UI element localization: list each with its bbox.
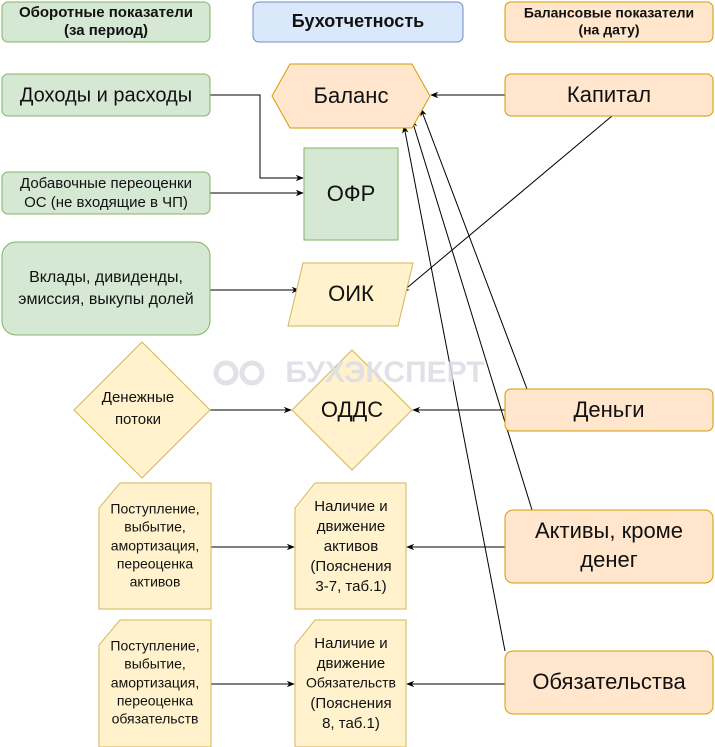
connectors bbox=[210, 91, 613, 688]
asset-moves-line: переоценка bbox=[117, 556, 194, 572]
node-liabilities[interactable]: Обязательства bbox=[504, 650, 714, 715]
node-income[interactable]: Доходы и расходы bbox=[1, 73, 211, 117]
watermark-text: БУХЭКСПЕРТ bbox=[285, 356, 484, 389]
node-balance-label: Баланс bbox=[314, 83, 389, 108]
header-flow-line1: Оборотные показатели bbox=[19, 4, 193, 21]
liab-moves-line: переоценка bbox=[117, 693, 194, 709]
header-balance-line1: Балансовые показатели bbox=[524, 5, 694, 21]
node-cashflows[interactable]: Денежные потоки bbox=[73, 341, 211, 479]
watermark: БУХЭКСПЕРТ bbox=[213, 356, 485, 389]
liab-note-line: 8, таб.1) bbox=[322, 715, 380, 732]
node-money[interactable]: Деньги bbox=[504, 388, 714, 432]
node-assets-note[interactable]: Наличие и движение активов (Пояснения 3-… bbox=[294, 482, 407, 610]
node-contributions-line1: Вклады, дивиденды, bbox=[29, 269, 183, 286]
node-contributions-line2: эмиссия, выкупы долей bbox=[18, 291, 193, 308]
arrow-assets-to-balance bbox=[411, 119, 533, 511]
liab-note-line: движение bbox=[317, 655, 385, 672]
header-balance: Балансовые показатели (на дату) bbox=[504, 1, 714, 43]
node-cashflows-line1: Денежные bbox=[102, 389, 174, 406]
node-money-label: Деньги bbox=[573, 397, 644, 422]
node-liabilities-label: Обязательства bbox=[532, 669, 686, 694]
assets-note-line: Наличие и bbox=[314, 498, 387, 515]
node-odds-label: ОДДС bbox=[321, 397, 383, 422]
node-income-label: Доходы и расходы bbox=[20, 84, 192, 106]
liab-moves-line: обязательств bbox=[112, 711, 199, 727]
header-reporting-label: Бухотчетность bbox=[292, 11, 424, 31]
node-asset-moves[interactable]: Поступление, выбытие, амортизация, перео… bbox=[98, 482, 212, 610]
node-revaluation-line2: ОС (не входящие в ЧП) bbox=[24, 194, 188, 211]
node-capital-label: Капитал bbox=[567, 82, 651, 107]
arrow-capital-to-oik bbox=[401, 115, 613, 293]
node-contributions[interactable]: Вклады, дивиденды, эмиссия, выкупы долей bbox=[1, 241, 211, 336]
header-balance-line2: (на дату) bbox=[578, 22, 639, 38]
liab-moves-line: амортизация, bbox=[111, 675, 199, 691]
node-oik[interactable]: ОИК bbox=[287, 262, 414, 327]
assets-note-line: (Пояснения bbox=[310, 558, 391, 575]
assets-note-line: движение bbox=[317, 518, 385, 535]
node-ofr-label: ОФР bbox=[327, 181, 376, 206]
asset-moves-line: выбытие, bbox=[124, 519, 186, 535]
header-reporting: Бухотчетность bbox=[252, 1, 464, 43]
assets-note-line: активов bbox=[324, 538, 378, 555]
node-revaluation-line1: Добавочные переоценки bbox=[20, 175, 192, 192]
liab-note-line: Обязательств bbox=[306, 675, 396, 691]
node-oik-label: ОИК bbox=[328, 281, 374, 306]
arrow-income-to-ofr bbox=[210, 94, 304, 182]
liab-note-line: Наличие и bbox=[314, 635, 387, 652]
node-assets-line2: денег bbox=[580, 547, 637, 572]
node-cashflows-line2: потоки bbox=[115, 411, 161, 428]
arrow-liabilities-to-balance bbox=[402, 125, 506, 652]
header-flow: Оборотные показатели (за период) bbox=[1, 1, 211, 43]
node-balance[interactable]: Баланс bbox=[271, 63, 431, 129]
assets-note-line: 3-7, таб.1) bbox=[315, 578, 386, 595]
liab-moves-line: выбытие, bbox=[124, 656, 186, 672]
header-flow-line2: (за период) bbox=[64, 22, 148, 39]
node-assets[interactable]: Активы, кроме денег bbox=[504, 509, 714, 584]
node-revaluation[interactable]: Добавочные переоценки ОС (не входящие в … bbox=[1, 171, 211, 215]
node-assets-line1: Активы, кроме bbox=[535, 518, 683, 543]
node-liab-note[interactable]: Наличие и движение Обязательств (Пояснен… bbox=[294, 619, 407, 747]
node-odds[interactable]: ОДДС bbox=[291, 349, 413, 471]
asset-moves-line: Поступление, bbox=[110, 501, 199, 517]
asset-moves-line: амортизация, bbox=[111, 538, 199, 554]
liab-moves-line: Поступление, bbox=[110, 638, 199, 654]
liab-note-line: (Пояснения bbox=[310, 695, 391, 712]
node-capital[interactable]: Капитал bbox=[504, 73, 714, 117]
arrow-money-to-balance bbox=[420, 108, 528, 390]
asset-moves-line: активов bbox=[130, 574, 181, 590]
node-ofr[interactable]: ОФР bbox=[303, 147, 399, 241]
node-liab-moves[interactable]: Поступление, выбытие, амортизация, перео… bbox=[98, 619, 212, 747]
